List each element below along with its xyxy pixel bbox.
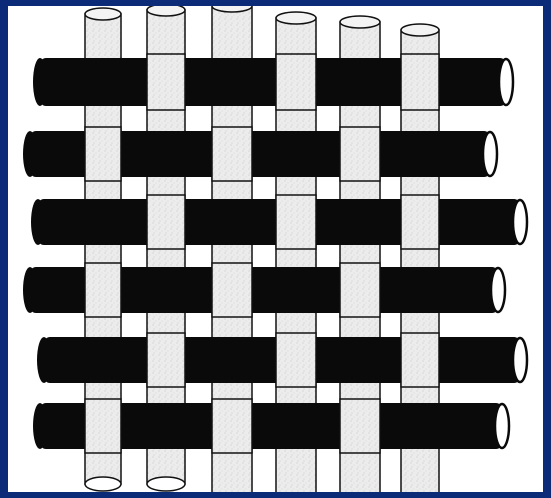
warp-over-weft-5-2 bbox=[340, 127, 380, 181]
warp-over-weft-1-4 bbox=[85, 263, 121, 317]
diagram-panel bbox=[8, 6, 543, 492]
warp-over-weft-6-3 bbox=[401, 195, 439, 249]
warp-over-weft-3-2 bbox=[212, 127, 252, 181]
warp-over-weft-3-6 bbox=[212, 399, 252, 453]
warp-over-weft-6-1 bbox=[401, 54, 439, 110]
warp-over-weft-1-2 bbox=[85, 127, 121, 181]
warp-over-weft-2-3 bbox=[147, 195, 185, 249]
warp-overlaps-layer bbox=[85, 54, 439, 453]
weft-yarn-1 bbox=[33, 58, 513, 106]
warp-over-weft-6-5 bbox=[401, 333, 439, 387]
warp-over-weft-1-6 bbox=[85, 399, 121, 453]
plain-weave-diagram bbox=[8, 6, 543, 492]
warp-over-weft-5-6 bbox=[340, 399, 380, 453]
warp-over-weft-4-5 bbox=[276, 333, 316, 387]
warp-over-weft-5-4 bbox=[340, 263, 380, 317]
warp-over-weft-2-1 bbox=[147, 54, 185, 110]
warp-over-weft-3-4 bbox=[212, 263, 252, 317]
warp-over-weft-4-3 bbox=[276, 195, 316, 249]
warp-over-weft-4-1 bbox=[276, 54, 316, 110]
warp-over-weft-2-5 bbox=[147, 333, 185, 387]
